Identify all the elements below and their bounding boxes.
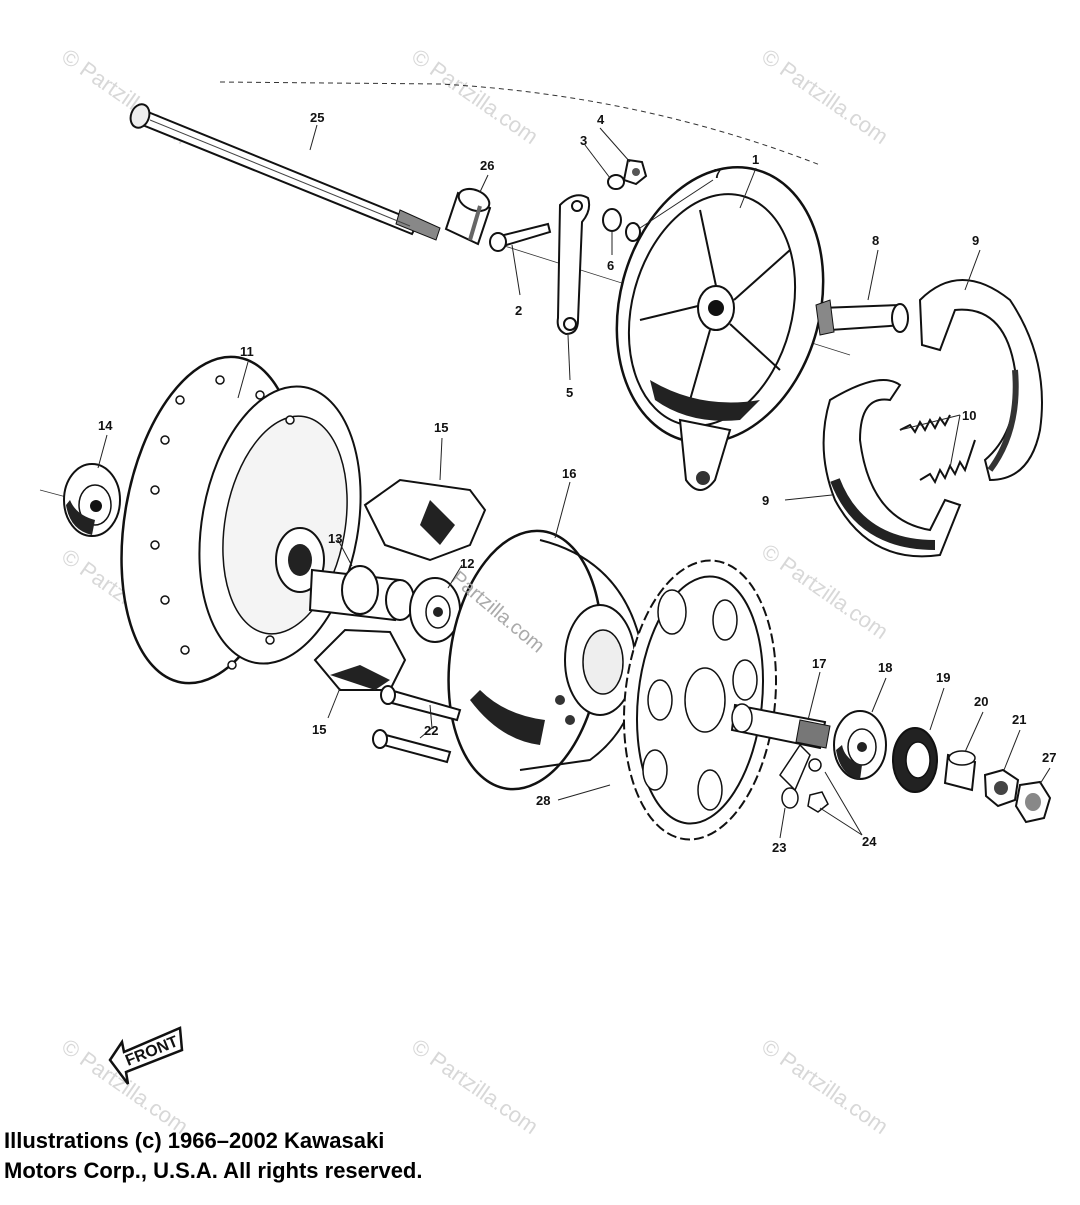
part-sprocket-carrier [447,529,642,791]
part-bearing-right [833,710,887,780]
callout-2: 2 [515,303,522,318]
part-oil-seal [892,727,938,793]
callout-18: 18 [878,660,892,675]
callout-13: 13 [328,531,342,546]
part-sprocket [622,559,778,841]
callout-27: 27 [1042,750,1056,765]
copyright-line-1: Illustrations (c) 1966–2002 Kawasaki [4,1128,385,1153]
callout-9a: 9 [972,233,979,248]
callout-4: 4 [597,112,605,127]
callout-7: 7 [714,166,721,181]
callout-28: 28 [536,793,550,808]
callout-16: 16 [562,466,576,481]
part-damper-upper [363,478,487,562]
part-brake-shoe-upper [918,279,1043,482]
callout-labels: 1 2 3 4 5 6 7 8 9 9 10 11 12 13 14 15 15… [98,110,1056,855]
part-axle [129,103,441,241]
part-cap-nut [1014,780,1052,824]
callout-26: 26 [480,158,494,173]
part-springs [899,414,976,485]
leader-lines [97,124,1051,839]
callout-6: 6 [607,258,614,273]
watermark: © Partzilla.com [757,539,893,645]
part-brake-lever [556,194,591,336]
callout-21: 21 [1012,712,1026,727]
callout-1: 1 [752,152,759,167]
part-collar-right [943,750,977,792]
watermark: © Partzilla.com [757,44,893,150]
part-lock-plate [779,743,829,813]
callout-9b: 9 [762,493,769,508]
callout-12: 12 [460,556,474,571]
part-damper-lower [313,628,407,691]
callout-25: 25 [310,110,324,125]
callout-17: 17 [812,656,826,671]
axis-dash-line [219,81,821,166]
callout-10: 10 [962,408,976,423]
front-arrow-icon: FRONT [108,1026,184,1085]
part-spacer [444,187,492,246]
callout-24: 24 [862,834,877,849]
part-carrier-bolts [372,685,462,764]
callout-15a: 15 [434,420,448,435]
callout-14: 14 [98,418,113,433]
watermark: © Partzilla.com [407,44,543,150]
callout-23: 23 [772,840,786,855]
part-nuts-washers [602,158,648,242]
callout-19: 19 [936,670,950,685]
callout-8: 8 [872,233,879,248]
part-wheel-hub [120,355,362,685]
callout-5: 5 [566,385,573,400]
callout-3: 3 [580,133,587,148]
part-nut-right [983,768,1020,808]
callout-11: 11 [240,344,254,359]
part-shaft [730,703,831,750]
callout-15b: 15 [312,722,326,737]
part-collar [308,565,415,622]
part-brake-cam [815,299,909,336]
watermark: © Partzilla.com [757,1034,893,1140]
callout-22: 22 [424,723,438,738]
watermark: © Partzilla.com [407,1034,543,1140]
callout-20: 20 [974,694,988,709]
copyright-line-2: Motors Corp., U.S.A. All rights reserved… [4,1158,423,1183]
part-bearing-left [63,463,121,537]
copyright-notice: Illustrations (c) 1966–2002 Kawasaki Mot… [4,1126,604,1186]
part-brake-panel [615,166,825,491]
part-brake-shoe-lower [822,379,962,558]
part-bolt [489,222,552,252]
